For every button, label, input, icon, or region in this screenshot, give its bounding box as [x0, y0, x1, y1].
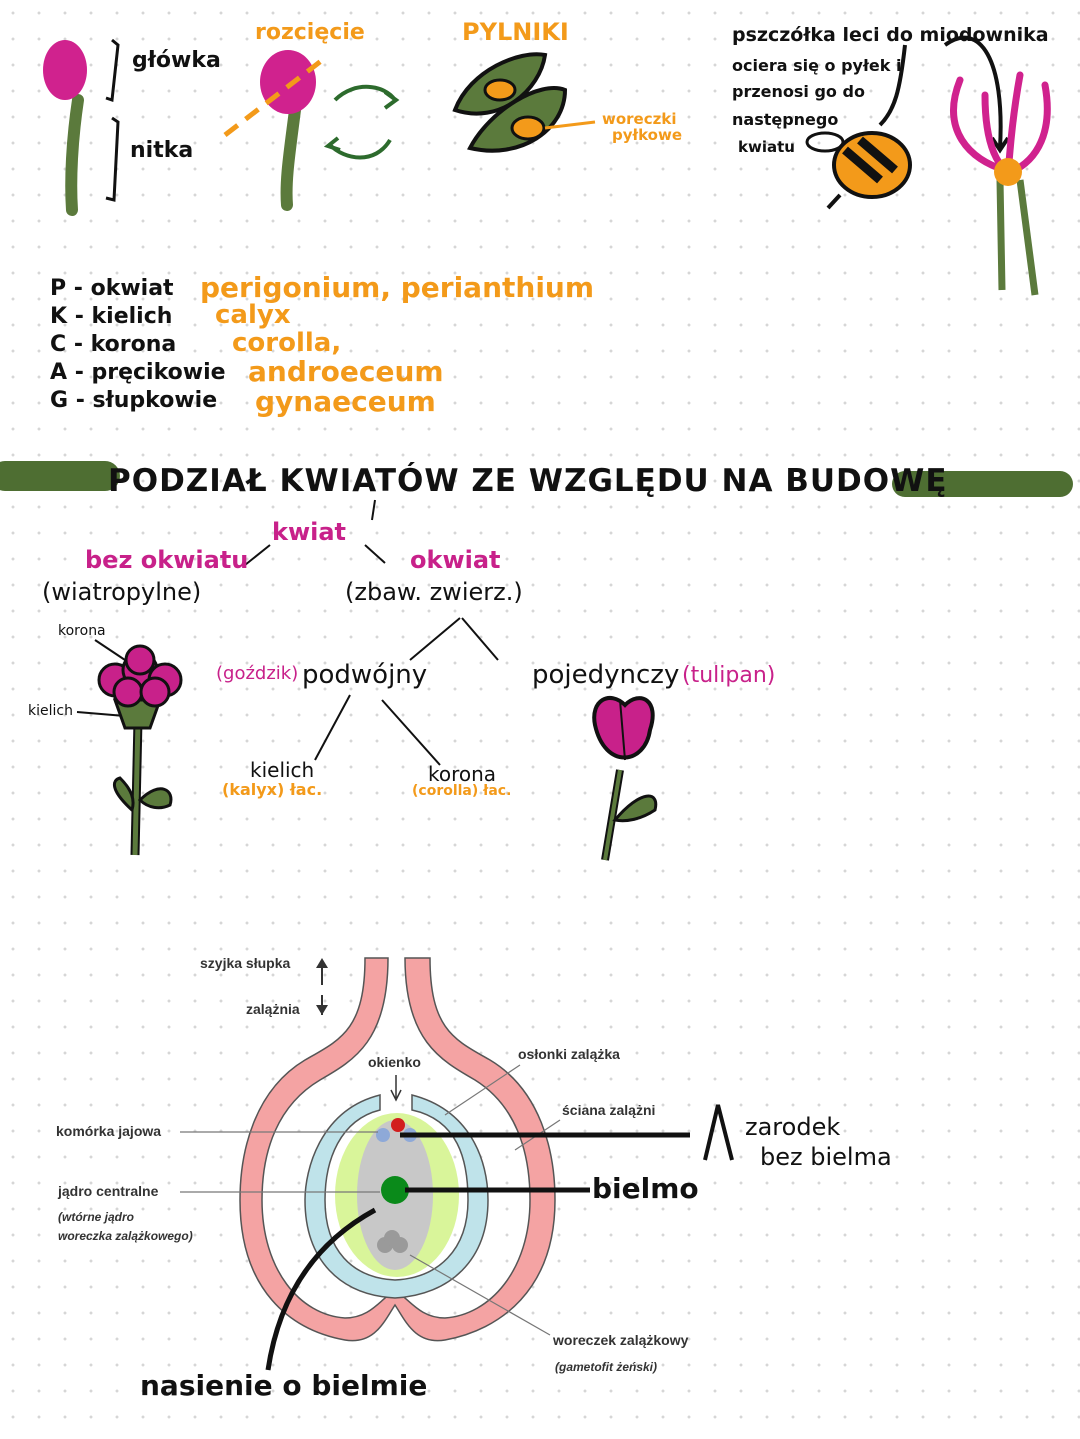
central-nucleus-note-2: woreczka zalążkowego) [58, 1229, 193, 1243]
anthers-title: PYLNIKI [462, 18, 569, 46]
embryo-annotation-1: zarodek [745, 1113, 841, 1141]
legend-latin: androeceum [248, 355, 444, 388]
cut-label: rozcięcie [255, 20, 365, 45]
ovary-label: zalążnia [246, 1001, 300, 1017]
legend-latin: gynaeceum [255, 385, 436, 418]
pollen-sacs-label-2: pyłkowe [612, 126, 682, 144]
legend-row: P - okwiat [50, 276, 174, 301]
section-title: PODZIAŁ KWIATÓW ZE WZGLĘDU NA BUDOWĘ [108, 463, 948, 499]
bee-drawing [805, 35, 1010, 210]
tree-right-sub: (zbaw. zwierz.) [345, 578, 523, 606]
integuments-label: osłonki zalążka [518, 1046, 620, 1062]
micropyle-label: okienko [368, 1054, 421, 1070]
central-nucleus-note-1: (wtórne jądro [58, 1210, 135, 1224]
bee-note-1: pszczółka leci do miodownika [732, 24, 1049, 46]
central-nucleus-label: jądro centralne [58, 1183, 159, 1199]
egg-cell-label: komórka jajowa [56, 1123, 162, 1139]
pollen-sacs-label-1: woreczki [602, 110, 677, 128]
tree-double: podwójny [302, 660, 428, 690]
filament-label: nitka [130, 138, 194, 163]
legend-row: G - słupkowie [50, 388, 218, 413]
endosperm-annotation: bielmo [592, 1172, 699, 1205]
tree-corolla-latin: (corolla) łac. [412, 783, 512, 799]
tree-single: pojedynczy [532, 660, 680, 690]
anthers-drawing [452, 52, 596, 153]
bee-note-2: ociera się o pyłek i [732, 56, 902, 75]
style-label: szyjka słupka [200, 955, 291, 971]
legend-latin: calyx [215, 300, 291, 330]
tree-corolla: korona [428, 762, 497, 786]
embryo-sac-note: (gametofit żeński) [555, 1360, 658, 1374]
carnation-drawing [94, 639, 183, 856]
legend-row: A - pręcikowie [50, 360, 226, 385]
legend-row: K - kielich [50, 304, 173, 329]
double-example: (goździk) [216, 663, 299, 684]
tree-root: kwiat [272, 518, 347, 546]
tree-calyx-latin: (kalyx) łac. [222, 780, 323, 799]
ovule-diagram [180, 957, 734, 1371]
legend-latin: perigonium, perianthium [200, 271, 595, 304]
head-label: główka [132, 48, 221, 73]
stamen-drawing [43, 38, 120, 216]
bee-note-4: następnego [732, 110, 839, 129]
tree-left: bez okwiatu [85, 546, 249, 574]
tree-lines [76, 499, 499, 766]
tulip-drawing [592, 695, 658, 861]
stamen-cut-drawing [223, 50, 400, 211]
ovary-wall-label: ściana zalążni [562, 1102, 656, 1118]
tree-left-sub: (wiatropylne) [42, 578, 202, 606]
legend-row: C - korona [50, 332, 177, 357]
bee-note-3: przenosi go do [732, 82, 865, 101]
embryo-sac-label: woreczek zalążkowy [553, 1332, 689, 1348]
bee-note-5: kwiatu [738, 138, 795, 156]
single-example: (tulipan) [682, 663, 776, 688]
tree-calyx: kielich [250, 758, 315, 782]
seed-annotation: nasienie o bielmie [140, 1369, 428, 1402]
carnation-corolla-label: korona [58, 623, 106, 639]
pistil-flower-drawing [950, 71, 1051, 296]
carnation-calyx-label: kielich [28, 703, 73, 719]
tree-right: okwiat [410, 546, 501, 574]
legend-latin: corolla, [232, 328, 342, 358]
embryo-annotation-2: bez bielma [760, 1143, 892, 1171]
